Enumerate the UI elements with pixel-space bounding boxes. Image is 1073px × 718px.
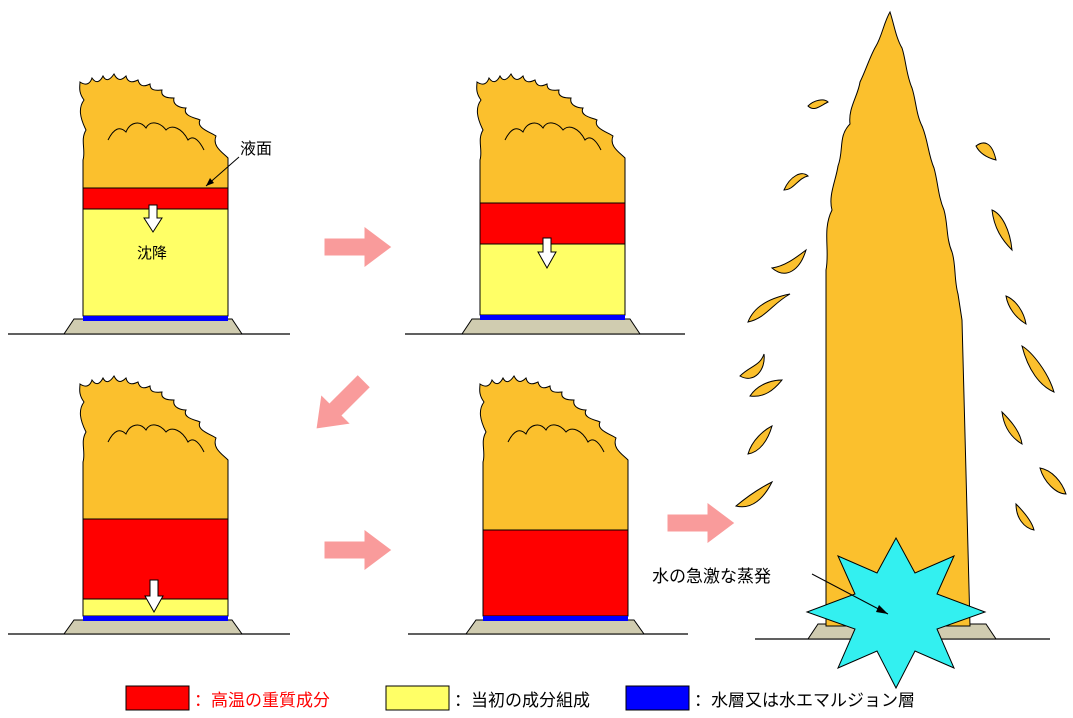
transition-arrows (315, 225, 736, 572)
flame (79, 73, 229, 189)
legend: ：高温の重質成分 ：当初の成分組成 ：水層又は水エマルジョン層 (125, 685, 915, 711)
flame-droplet (747, 293, 791, 323)
legend-swatch-water (625, 685, 690, 711)
arrow-diagonal-2-to-3 (315, 373, 372, 430)
flame-droplet (1015, 502, 1035, 531)
leader-arrowhead (876, 605, 888, 614)
settling-label: 沈降 (137, 244, 167, 262)
hot-heavy-layer (479, 202, 626, 245)
tank-base (63, 318, 243, 335)
flame-droplet (1005, 295, 1027, 325)
arrow-right-3-to-4 (323, 528, 393, 572)
legend-label-hot-heavy: ：高温の重質成分 (194, 691, 330, 711)
tank-base (465, 619, 645, 635)
flame (825, 10, 971, 627)
tank-stage-2 (405, 73, 685, 335)
legend-label-water: ：水層又は水エマルジョン層 (694, 691, 915, 711)
flame-droplet (1001, 410, 1023, 445)
arrow-right-1-to-2 (323, 225, 393, 269)
hot-heavy-layer (482, 529, 629, 617)
flame-droplet (747, 425, 773, 455)
flame-curl (107, 424, 205, 453)
boilover-stage: 水の急激な蒸発 (652, 10, 1067, 690)
rapid-boil-leader (811, 573, 889, 615)
flame-droplet (749, 379, 784, 397)
flame-curl (507, 424, 605, 453)
settling-arrow (143, 204, 163, 233)
water-layer (83, 616, 228, 621)
tank-stage-4 (408, 375, 688, 635)
flame-curl (107, 122, 205, 151)
flame-droplet (770, 248, 807, 274)
flame (476, 73, 626, 204)
water-layer (483, 616, 628, 621)
steam-burst-star (805, 536, 987, 690)
flame-droplet (783, 173, 810, 191)
flame-droplet (991, 209, 1013, 252)
flame-curl (504, 122, 602, 151)
flame-droplet (739, 353, 765, 379)
water-layer (480, 315, 625, 320)
tank-base (461, 318, 641, 335)
arrow-right-4-to-boilover (666, 501, 736, 545)
flame (79, 375, 229, 520)
settling-arrow (144, 579, 164, 614)
flame (479, 375, 629, 531)
legend-label-original: ：当初の成分組成 (454, 691, 590, 711)
flame-droplet (734, 480, 774, 508)
tank-base (63, 619, 243, 635)
flame-droplet (1039, 467, 1067, 495)
tank-stage-3 (8, 375, 290, 635)
water-layer (83, 316, 228, 321)
legend-swatch-original (385, 685, 450, 711)
tank-stage-1: 沈降 液面 (8, 73, 290, 335)
leader-arrowhead (206, 178, 214, 186)
flame-droplet (807, 99, 829, 109)
legend-swatch-hot-heavy (125, 685, 190, 711)
liquid-surface-label: 液面 (240, 139, 272, 158)
flame-droplet (1021, 344, 1055, 393)
rapid-boil-label: 水の急激な蒸発 (652, 567, 771, 587)
flame-droplet (975, 142, 997, 161)
settling-arrow (537, 237, 557, 270)
